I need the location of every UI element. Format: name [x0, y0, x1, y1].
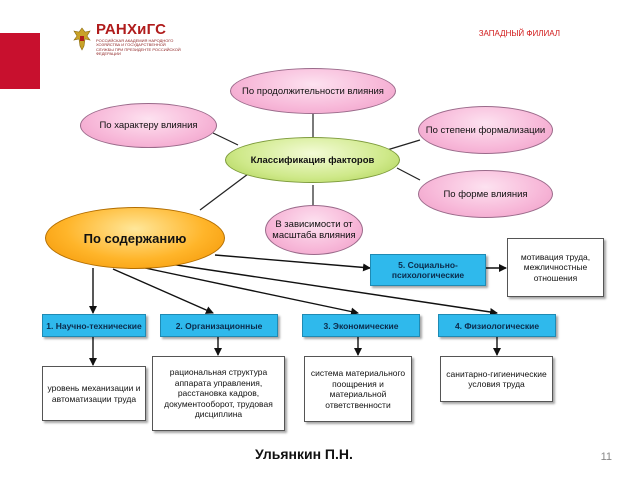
page-number: 11 — [600, 451, 612, 463]
node-formalization: По степени формализации — [418, 106, 553, 154]
node-content: По содержанию — [45, 207, 225, 269]
branch-label: ЗАПАДНЫЙ ФИЛИАЛ — [478, 29, 560, 38]
arrow-to-cat-5 — [214, 254, 371, 272]
link-content — [199, 173, 249, 211]
link-formalization — [386, 139, 421, 151]
node-character: По характеру влияния — [80, 103, 217, 148]
arrow-to-cat-2 — [112, 268, 214, 314]
link-character — [212, 132, 239, 146]
arrow-to-cat-4 — [169, 263, 498, 316]
category-5: 5. Социально-психологические — [370, 254, 486, 286]
detail-1: уровень механизации и автоматизации труд… — [42, 366, 146, 421]
node-form: По форме влияния — [418, 170, 553, 218]
category-3: 3. Экономические — [302, 314, 420, 337]
accent-bar — [0, 33, 40, 89]
arrow-to-cat-3 — [144, 267, 359, 316]
category-4: 4. Физиологические — [438, 314, 556, 337]
detail-3: система материального поощрения и матери… — [304, 356, 412, 422]
link-form — [396, 167, 421, 181]
detail-5: мотивация труда, межличностные отношения — [507, 238, 604, 297]
category-1: 1. Научно-технические — [42, 314, 146, 337]
author-name: Ульянкин П.Н. — [255, 446, 353, 462]
category-2: 2. Организационные — [160, 314, 278, 337]
eagle-emblem-icon — [73, 27, 91, 51]
node-center: Классификация факторов — [225, 137, 400, 183]
logo-name: РАНХиГС — [96, 21, 167, 38]
ranepa-logo: РАНХиГС РОССИЙСКАЯ АКАДЕМИЯ НАРОДНОГО ХО… — [72, 22, 184, 57]
logo-subtitle: РОССИЙСКАЯ АКАДЕМИЯ НАРОДНОГО ХОЗЯЙСТВА … — [96, 38, 181, 57]
node-duration: По продолжительности влияния — [230, 68, 396, 114]
detail-2: рациональная структура аппарата управлен… — [152, 356, 285, 431]
detail-4: санитарно-гигиенические условия труда — [440, 356, 553, 402]
node-scale: В зависимости от масштаба влияния — [265, 205, 363, 255]
